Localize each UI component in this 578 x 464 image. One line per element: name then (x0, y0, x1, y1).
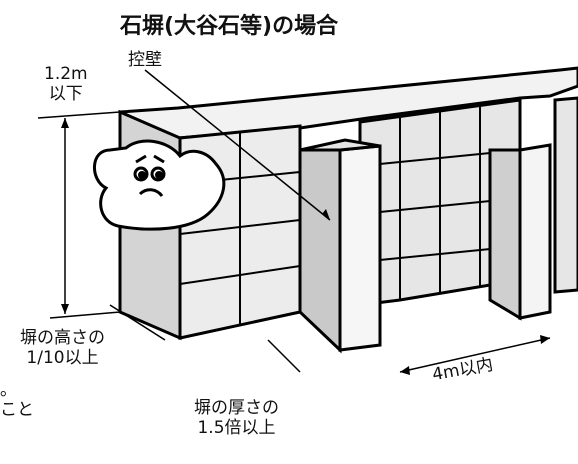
buttress-thickness-label: 塀の高さの 1/10以上 (20, 328, 105, 368)
buttress-mid-front (338, 144, 382, 352)
buttress-mid-side (298, 148, 342, 354)
buttress-label: 控壁 (128, 50, 162, 70)
buttress-mid-top (299, 138, 381, 152)
dimension-arrowheads (61, 118, 550, 375)
wall-thickness-label: 塀の厚さの 1.5倍以上 (194, 398, 279, 438)
buttress-right-front (518, 143, 552, 320)
wall-face-far-right (553, 96, 578, 294)
height-limit-label: 1.2m 以下 (44, 64, 88, 104)
dimension-lines (37, 69, 551, 373)
diagram-title: 石塀(大谷石等)の場合 (120, 14, 339, 39)
cut-off-text: 。 こと (0, 380, 34, 420)
mascot-character (93, 139, 226, 231)
buttress-right-side (488, 148, 522, 321)
